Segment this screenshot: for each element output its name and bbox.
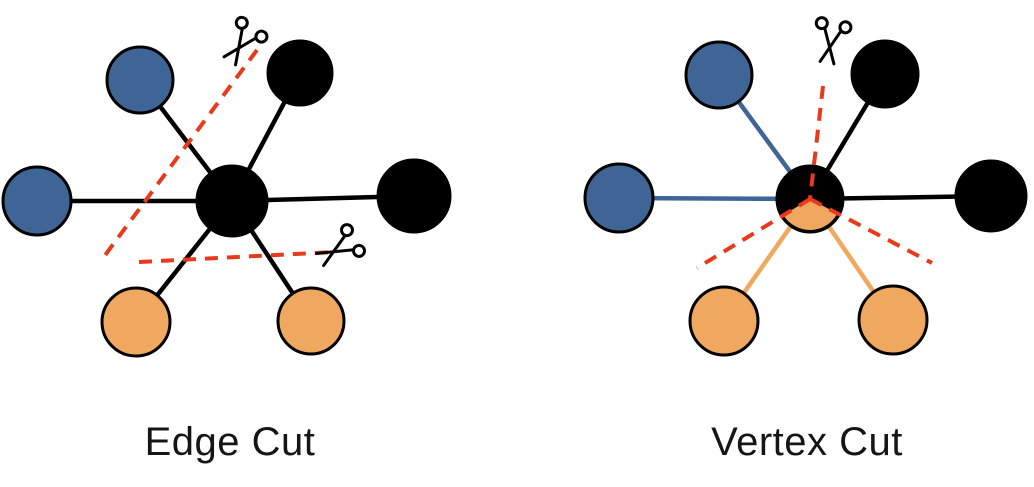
scissors-handle — [838, 20, 853, 35]
scissors-blade — [322, 234, 347, 268]
vertex-cut-label: Vertex Cut — [711, 420, 903, 464]
scissors-icon — [315, 223, 366, 268]
cut-line — [809, 197, 933, 265]
edge-cut-diagram — [1, 15, 452, 358]
center-node — [195, 164, 269, 238]
blue-node — [105, 45, 175, 115]
blue-node — [1, 165, 73, 237]
orange-node — [276, 286, 346, 356]
cut-line — [695, 197, 812, 270]
black-node — [954, 159, 1028, 233]
orange-node — [100, 286, 172, 358]
cut-line — [808, 85, 825, 200]
blue-node — [583, 162, 655, 234]
black-node — [850, 39, 920, 109]
orange-node — [857, 284, 929, 356]
cut-line — [138, 250, 335, 264]
scissors-handle — [814, 16, 829, 31]
scissors-blade — [823, 27, 836, 66]
scissors-blade — [234, 27, 244, 67]
black-node — [266, 39, 334, 107]
edge-cut-label: Edge Cut — [144, 420, 316, 464]
black-node — [376, 158, 452, 234]
scissors-handle — [351, 243, 366, 258]
scissors-handle — [234, 15, 249, 30]
orange-node — [688, 285, 760, 357]
scissors-handle — [254, 29, 269, 44]
blue-node — [684, 40, 754, 110]
vertex-cut-diagram — [583, 16, 1028, 357]
scissors-icon — [222, 15, 269, 67]
scissors-icon — [814, 16, 853, 66]
scissors-handle — [339, 223, 354, 238]
center-node-split-wedge — [783, 199, 838, 231]
